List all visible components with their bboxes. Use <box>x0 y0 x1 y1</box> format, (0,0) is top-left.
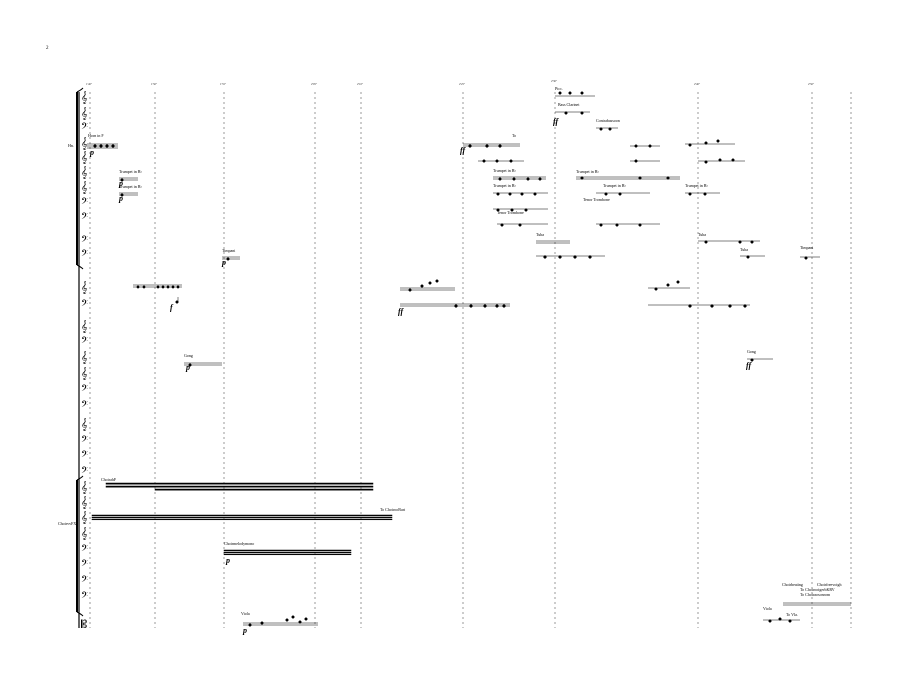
cue-timpani: Timpani <box>800 245 814 250</box>
cue-to-choir: To ChoirooBart <box>380 507 406 512</box>
dynamic-marking: p <box>186 363 190 372</box>
dynamic-marking: ff <box>553 117 559 126</box>
cue-trumpet: Trumpet in B♭ <box>493 183 517 188</box>
dynamic-marking: f <box>170 303 173 312</box>
svg-text:𝄢: 𝄢 <box>81 558 88 571</box>
svg-text:𝄢: 𝄢 <box>81 298 88 311</box>
cue-to-choir: To ChoirooigerbKRV <box>800 587 835 592</box>
svg-text:𝄢: 𝄢 <box>81 383 88 396</box>
svg-text:𝄞: 𝄞 <box>81 351 88 364</box>
cue-trumpet: Trumpet in B♭ <box>119 184 143 189</box>
cue-to: To <box>512 133 517 138</box>
cue-choir-melody: Choirmelodymono <box>224 541 255 546</box>
cue-gong: Gong <box>184 353 193 358</box>
time-mark: 1'40" <box>86 82 93 86</box>
time-mark: 2'40" <box>694 82 701 86</box>
cue-bass-clarinet: Bass Clarinet <box>558 102 580 107</box>
dynamic-marking: p <box>243 626 247 635</box>
svg-text:𝄞: 𝄞 <box>81 91 88 104</box>
svg-text:𝄢: 𝄢 <box>81 196 88 209</box>
dynamic-marking: p <box>119 194 123 203</box>
time-mark: 2'05" <box>311 82 318 86</box>
time-mark: 1'55" <box>220 82 227 86</box>
cue-tuba: Tuba <box>740 247 749 252</box>
cue-trumpet: Trumpet in B♭ <box>119 169 143 174</box>
cue-tuba: Tuba <box>536 232 545 237</box>
time-mark: 2'30" <box>551 79 558 83</box>
notation-fragments <box>87 91 851 627</box>
time-guides <box>89 92 852 628</box>
svg-text:𝄞: 𝄞 <box>81 367 88 380</box>
cue-horn: Horn in F <box>88 133 104 138</box>
svg-text:𝄞: 𝄞 <box>81 320 88 333</box>
dynamic-marking: p <box>226 556 230 565</box>
svg-text:𝄞: 𝄞 <box>81 137 88 150</box>
time-mark: 2'10" <box>357 82 364 86</box>
svg-text:𝄞: 𝄞 <box>81 418 88 431</box>
page-number: 2 <box>46 46 49 51</box>
svg-text:𝄢: 𝄢 <box>81 335 88 348</box>
dynamic-marking: p <box>222 258 226 267</box>
time-mark: 2'50" <box>808 82 815 86</box>
cue-tuba: Tuba <box>698 232 707 237</box>
svg-text:𝄞: 𝄞 <box>81 481 88 494</box>
cue-viola: Viola <box>241 611 250 616</box>
time-mark: 1'50" <box>151 82 158 86</box>
cue-tenor-trombone: Tenor Trombone <box>497 210 524 215</box>
cue-choir-beating: Choirbeating <box>782 582 803 587</box>
svg-text:𝄢: 𝄢 <box>81 574 88 587</box>
svg-text:𝄢: 𝄢 <box>81 248 88 261</box>
svg-text:𝄞: 𝄞 <box>81 527 88 540</box>
cue-trumpet: Trumpet in B♭ <box>493 168 517 173</box>
svg-text:𝄞: 𝄞 <box>81 496 88 509</box>
svg-text:𝄞: 𝄞 <box>81 107 88 120</box>
cue-viola: Viola <box>763 606 772 611</box>
cue-choir-ah: ChoirahF <box>101 477 117 482</box>
svg-text:𝄞: 𝄞 <box>81 181 88 194</box>
dynamic-marking: ff <box>746 361 752 370</box>
cue-trumpet: Trumpet in B♭ <box>576 169 600 174</box>
cue-piccolo: Picc. <box>555 86 563 91</box>
svg-text:𝄢: 𝄢 <box>81 211 88 224</box>
dynamic-marking: p <box>90 148 94 157</box>
cue-tenor-trombone: Tenor Trombone <box>583 197 610 202</box>
cue-trumpet: Trumpet in B♭ <box>685 183 709 188</box>
cue-timpani: Timpani <box>222 248 236 253</box>
svg-text:𝄢: 𝄢 <box>81 543 88 556</box>
dynamic-marking: ff <box>460 146 466 155</box>
svg-text:𝄢: 𝄢 <box>81 449 88 462</box>
cue-gong: Gong <box>747 349 756 354</box>
time-mark: 2'25" <box>459 82 466 86</box>
cue-contrabassoon: Contrabassoon <box>596 118 620 123</box>
dynamic-marking: ff <box>398 307 404 316</box>
cue-trumpet: Trumpet in B♭ <box>603 183 627 188</box>
svg-text:𝄡: 𝄡 <box>81 618 87 631</box>
svg-text:𝄢: 𝄢 <box>81 121 88 134</box>
svg-text:𝄢: 𝄢 <box>81 399 88 412</box>
svg-text:𝄞: 𝄞 <box>81 281 88 294</box>
cue-choir-freely: Choirfreevoigh <box>817 582 842 587</box>
svg-text:𝄢: 𝄢 <box>81 465 88 478</box>
cue-to-choir: To Choiraosonrom <box>800 592 831 597</box>
choir-staff-label: ChoirvvFX <box>58 521 77 526</box>
svg-text:𝄞: 𝄞 <box>81 151 88 164</box>
svg-text:𝄢: 𝄢 <box>81 234 88 247</box>
cue-to-viola: To Vla. <box>786 612 798 617</box>
clefs: 𝄞𝄞𝄢 𝄞𝄞𝄞 𝄞𝄢𝄢 𝄢𝄢 𝄞𝄢 𝄞𝄢𝄞 𝄞𝄢𝄢 𝄞𝄢𝄢𝄢 𝄞𝄞𝄞 𝄞𝄢𝄢 𝄢… <box>81 91 88 631</box>
svg-text:𝄞: 𝄞 <box>81 166 88 179</box>
svg-text:𝄞: 𝄞 <box>81 511 88 524</box>
dynamic-marking: p <box>119 179 123 188</box>
svg-text:𝄢: 𝄢 <box>81 434 88 447</box>
horn-staff-label: Hn. <box>68 143 74 148</box>
svg-text:𝄢: 𝄢 <box>81 590 88 603</box>
